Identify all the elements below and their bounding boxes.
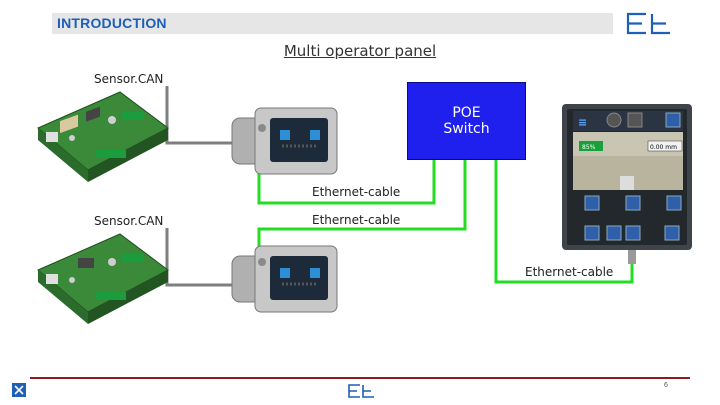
sensor-unit-bottom [231, 245, 338, 313]
cable-label-2: Ethernet-cable [312, 213, 401, 227]
page-number: 6 [664, 382, 668, 389]
footer-left-icon [12, 383, 26, 397]
panel-right-value: 0.00 mm [650, 144, 677, 151]
cable-label-3: Ethernet-cable [525, 265, 614, 279]
ethernet-cable-2 [257, 158, 467, 262]
sensor-label-top: Sensor.CAN [94, 72, 164, 86]
section-title: INTRODUCTION [57, 15, 167, 31]
cable-label-1: Ethernet-cable [312, 185, 401, 199]
operator-panel: ≡ [562, 104, 692, 264]
ethernet-cable-3 [494, 158, 634, 284]
sensor-board-top [37, 91, 169, 182]
svg-text:≡: ≡ [578, 116, 587, 129]
sensor-label-bottom: Sensor.CAN [94, 214, 164, 228]
logo-bottom [348, 384, 374, 398]
footer-divider [30, 377, 690, 379]
header-bar: INTRODUCTION [52, 13, 613, 34]
sensor-board-bottom [37, 233, 169, 324]
can-cable-top [165, 86, 232, 145]
poe-label-2: Switch [443, 121, 490, 137]
can-cable-bottom [165, 228, 232, 287]
poe-switch: POE Switch [407, 82, 526, 160]
sensor-unit-top [231, 107, 338, 175]
poe-label-1: POE [452, 105, 481, 121]
slide-title: Multi operator panel [283, 42, 437, 60]
panel-left-value: 85% [582, 144, 596, 151]
